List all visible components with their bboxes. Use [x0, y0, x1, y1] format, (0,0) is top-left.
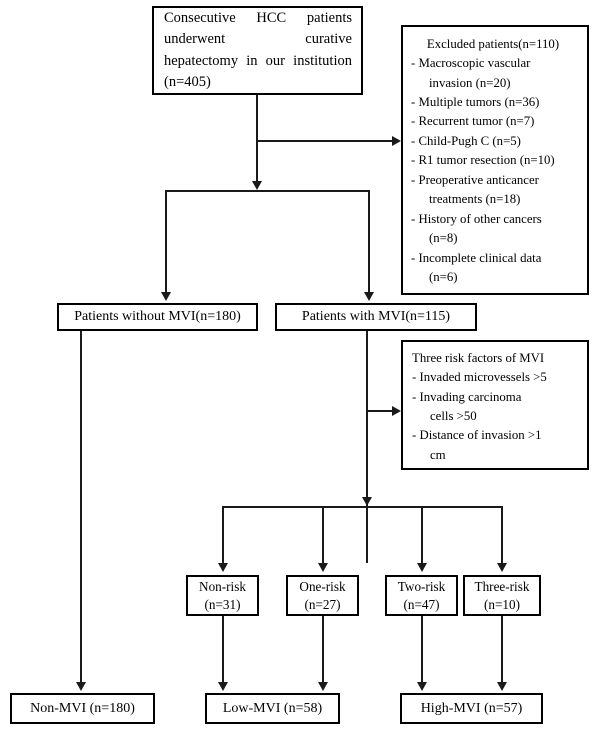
arrowhead-risk-split	[362, 497, 372, 506]
connector-one-risk-to-low-mvi	[322, 616, 324, 683]
node-excluded-patients: Excluded patients(n=110) - Macroscopic v…	[401, 25, 589, 295]
risk-group-three-risk-label: Three-risk	[474, 579, 530, 595]
enrollment-text: Consecutive HCC patients underwent curat…	[164, 10, 352, 90]
connector-split-right	[368, 190, 370, 294]
risk-factor-invading-carcinoma-cells: - Invading carcinoma cells >50	[412, 389, 522, 424]
risk-group-non-risk-count: (n=31)	[204, 596, 241, 612]
outcome-high-mvi-text: High-MVI (n=57)	[420, 700, 523, 716]
risk-group-non-risk-label: Non-risk	[199, 579, 246, 595]
connector-risk-group-0	[222, 506, 224, 565]
risk-group-two-risk-label: Two-risk	[397, 579, 446, 595]
risk-factor-invaded-microvessels: - Invaded microvessels >5	[412, 370, 547, 385]
risk-group-one-risk-label: One-risk	[299, 579, 346, 595]
node-risk-group-non-risk: Non-risk (n=31)	[186, 575, 259, 616]
excluded-heading: Excluded patients(n=110)	[426, 37, 560, 51]
excluded-item-r1-tumor-resection: - R1 tumor resection (n=10)	[411, 153, 555, 168]
arrowhead-high-mvi-left	[417, 682, 427, 691]
arrowhead-trunk-split	[252, 181, 262, 190]
connector-three-risk-to-high-mvi	[501, 616, 503, 683]
connector-split-bar	[165, 190, 370, 192]
connector-enrollment-trunk	[256, 95, 258, 183]
excluded-item-child-pugh-c: - Child-Pugh C (n=5)	[411, 133, 521, 148]
connector-risk-group-bar	[222, 506, 503, 508]
risk-factor-distance-of-invasion: - Distance of invasion >1 cm	[412, 428, 542, 462]
arrowhead-risk-group-2	[417, 563, 427, 572]
risk-group-one-risk-count: (n=27)	[304, 596, 341, 612]
connector-with-mvi-trunk	[366, 331, 368, 563]
excluded-item-incomplete-clinical-data: - Incomplete clinical data (n=6)	[411, 250, 542, 284]
connector-split-left	[165, 190, 167, 294]
node-three-risk-factors: Three risk factors of MVI - Invaded micr…	[401, 340, 589, 470]
node-outcome-non-mvi: Non-MVI (n=180)	[10, 693, 155, 724]
excluded-item-macroscopic-vascular-invasion: - Macroscopic vascular invasion (n=20)	[411, 56, 531, 90]
arrowhead-high-mvi-right	[497, 682, 507, 691]
arrowhead-low-mvi-right	[318, 682, 328, 691]
arrowhead-risk-group-3	[497, 563, 507, 572]
arrowhead-risk-group-0	[218, 563, 228, 572]
arrowhead-low-mvi-left	[218, 682, 228, 691]
connector-risk-group-1	[322, 506, 324, 565]
arrowhead-without-mvi	[161, 292, 171, 301]
node-enrollment: Consecutive HCC patients underwent curat…	[152, 6, 363, 95]
node-patients-without-mvi: Patients without MVI(n=180)	[57, 303, 258, 331]
outcome-low-mvi-text: Low-MVI (n=58)	[222, 700, 323, 716]
connector-to-excluded	[256, 140, 393, 142]
excluded-item-history-of-other-cancers: - History of other cancers (n=8)	[411, 211, 542, 246]
connector-risk-group-2	[421, 506, 423, 565]
connector-non-risk-to-low-mvi	[222, 616, 224, 683]
arrowhead-risk-group-1	[318, 563, 328, 572]
node-patients-with-mvi: Patients with MVI(n=115)	[275, 303, 477, 331]
arrowhead-to-excluded	[392, 136, 401, 146]
arrowhead-to-risk-factors	[392, 406, 401, 416]
patients-without-mvi-text: Patients without MVI(n=180)	[74, 309, 241, 325]
node-risk-group-three-risk: Three-risk (n=10)	[463, 575, 541, 616]
node-outcome-high-mvi: High-MVI (n=57)	[400, 693, 543, 724]
arrowhead-with-mvi	[364, 292, 374, 301]
excluded-item-multiple-tumors: - Multiple tumors (n=36)	[411, 95, 540, 110]
risk-group-three-risk-count: (n=10)	[483, 596, 520, 612]
node-risk-group-one-risk: One-risk (n=27)	[286, 575, 359, 616]
risk-group-two-risk-count: (n=47)	[403, 596, 440, 612]
outcome-non-mvi-text: Non-MVI (n=180)	[30, 700, 135, 716]
connector-risk-group-3	[501, 506, 503, 565]
connector-two-risk-to-high-mvi	[421, 616, 423, 683]
node-outcome-low-mvi: Low-MVI (n=58)	[205, 693, 340, 724]
excluded-item-recurrent-tumor: - Recurrent tumor (n=7)	[411, 114, 535, 129]
connector-without-mvi-to-outcome	[80, 331, 82, 683]
patients-with-mvi-text: Patients with MVI(n=115)	[301, 309, 451, 325]
node-risk-group-two-risk: Two-risk (n=47)	[385, 575, 458, 616]
connector-to-risk-factors	[366, 410, 393, 412]
risk-factors-heading: Three risk factors of MVI	[412, 351, 545, 365]
arrowhead-non-mvi-outcome	[76, 682, 86, 691]
excluded-item-preoperative-anticancer-treatments: - Preoperative anticancer treatments (n=…	[411, 172, 539, 207]
